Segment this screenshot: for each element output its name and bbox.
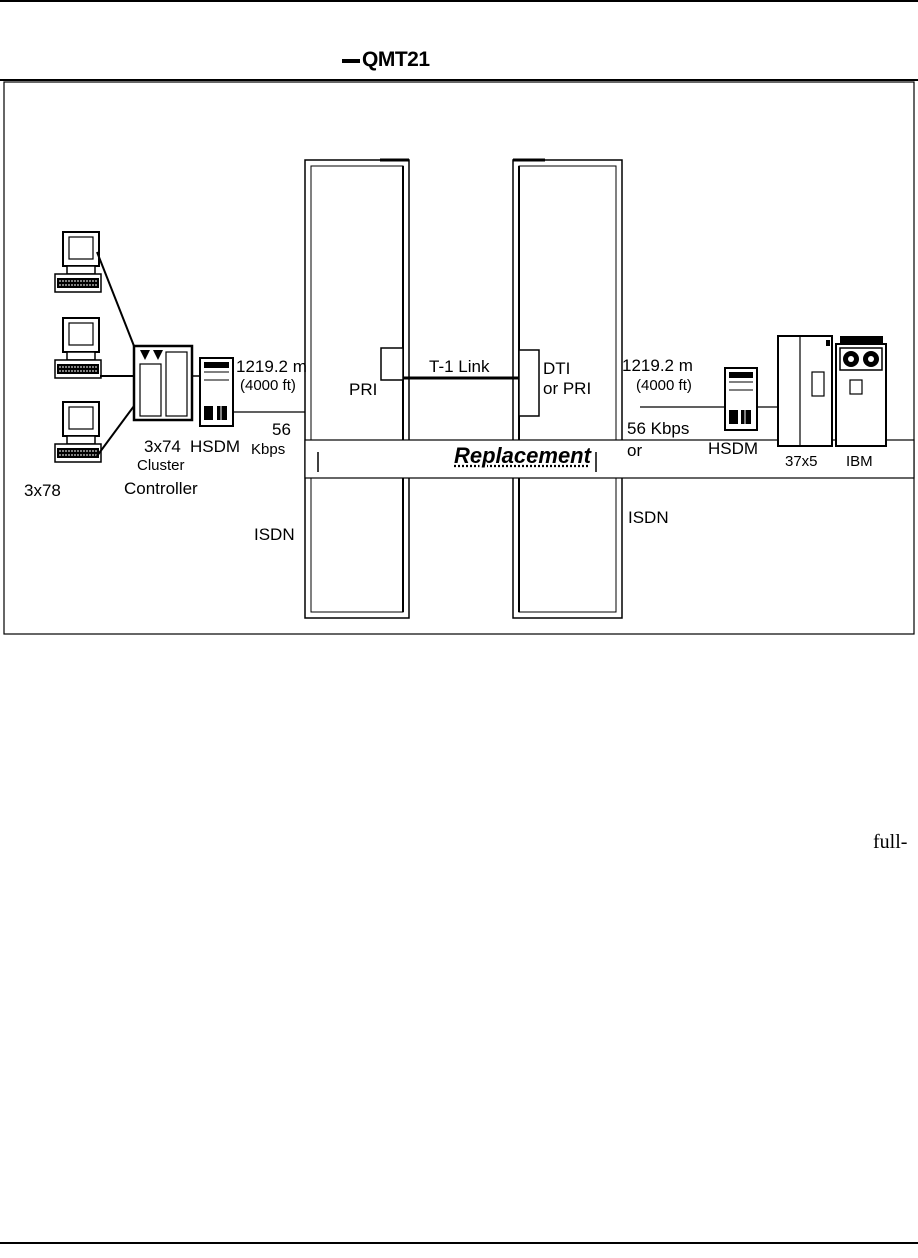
or-pri-label: or PRI bbox=[543, 379, 592, 398]
left-pri-label: PRI bbox=[349, 380, 378, 399]
left-speed-unit-label: Kbps bbox=[251, 441, 286, 458]
ibm-host-cabinet bbox=[835, 336, 887, 447]
hsdm-left-label: HSDM bbox=[190, 437, 241, 456]
body-text-fragment: full- bbox=[873, 831, 908, 853]
replacement-banner-label: Replacement bbox=[454, 443, 591, 468]
left-speed-number-label: 56 bbox=[272, 420, 291, 439]
dti-card-right bbox=[518, 349, 540, 417]
right-isdn-label: ISDN bbox=[628, 508, 669, 527]
host-label: IBM bbox=[846, 453, 873, 470]
controller-name-label: Controller bbox=[124, 479, 198, 498]
header-dash bbox=[342, 59, 360, 63]
hsdm-right-modem bbox=[724, 367, 758, 431]
right-speed-label: 56 Kbps bbox=[627, 419, 690, 438]
top-rule bbox=[0, 0, 918, 2]
right-or-label: or bbox=[627, 441, 643, 460]
terminal-label: 3x78 bbox=[24, 481, 61, 500]
fep-37x5-cabinet bbox=[777, 335, 833, 447]
left-distance-m-label: 1219.2 m bbox=[236, 357, 307, 376]
dti-label: DTI bbox=[543, 359, 571, 378]
right-distance-ft-label: (4000 ft) bbox=[636, 377, 692, 394]
bottom-rule bbox=[0, 1242, 918, 1244]
left-distance-ft-label: (4000 ft) bbox=[240, 377, 296, 394]
terminal-middle bbox=[54, 317, 102, 379]
cluster-controller bbox=[132, 344, 194, 422]
left-isdn-label: ISDN bbox=[254, 525, 295, 544]
figure-frame bbox=[3, 81, 915, 635]
terminal-top bbox=[54, 231, 102, 293]
hsdm-right-label: HSDM bbox=[708, 439, 759, 458]
pri-card-left bbox=[380, 347, 404, 381]
right-distance-m-label: 1219.2 m bbox=[622, 356, 693, 375]
t1-link-label: T-1 Link bbox=[429, 357, 490, 376]
header-rule bbox=[0, 79, 918, 81]
left-switch-cabinet bbox=[304, 158, 410, 619]
fep-label: 37x5 bbox=[785, 453, 818, 470]
hsdm-left-modem bbox=[199, 357, 234, 427]
controller-type-label: Cluster bbox=[137, 457, 185, 474]
controller-model-label: 3x74 bbox=[144, 437, 181, 456]
network-diagram bbox=[3, 81, 915, 635]
header-title: QMT21 bbox=[362, 48, 430, 71]
terminal-bottom bbox=[54, 401, 102, 463]
